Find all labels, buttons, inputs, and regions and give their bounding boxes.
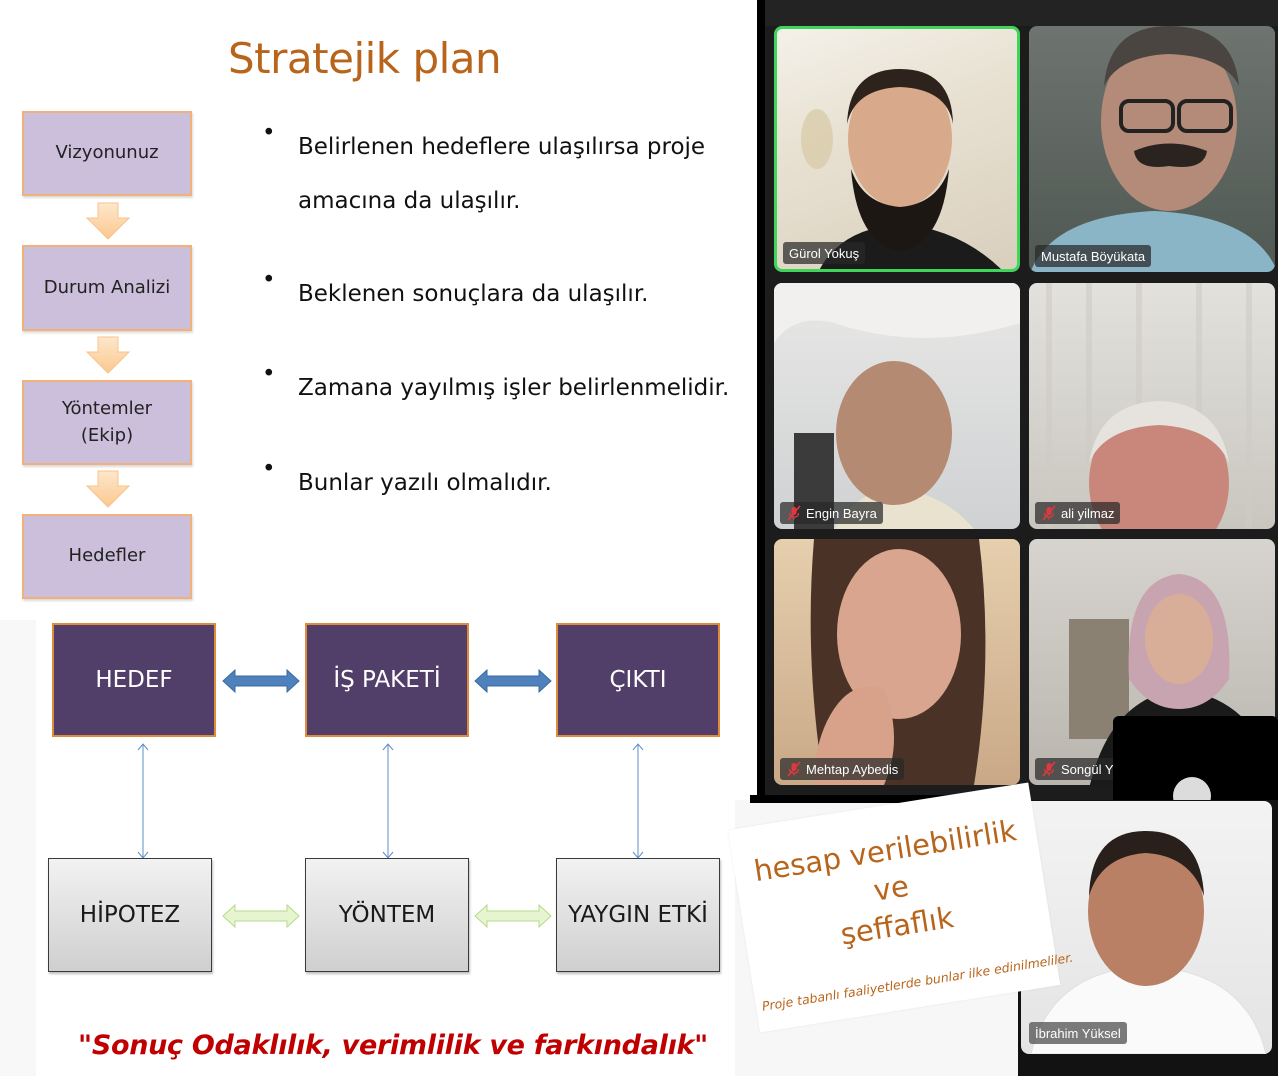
participant-tile[interactable]: Gürol Yokuş xyxy=(774,26,1020,272)
participant-name-tag: Gürol Yokuş xyxy=(783,242,866,264)
slide-strategic-plan: Stratejik plan Vizyonunuz Durum Analizi … xyxy=(0,0,757,620)
box-impact: YAYGIN ETKİ xyxy=(556,858,720,972)
down-arrow-icon xyxy=(85,202,131,240)
participant-video xyxy=(1030,26,1275,272)
participant-video xyxy=(774,283,1020,529)
participant-name-tag: Mustafa Böyükata xyxy=(1035,245,1152,267)
flow-step-situation-analysis: Durum Analizi xyxy=(22,245,192,331)
participant-name-tag: Mehtap Aybedis xyxy=(780,758,905,780)
double-arrow-icon xyxy=(474,903,552,929)
divider xyxy=(750,795,1020,803)
participant-tile[interactable]: Mustafa Böyükata xyxy=(1029,26,1275,272)
box-hypothesis: HİPOTEZ xyxy=(48,858,212,972)
box-output: ÇIKTI xyxy=(556,623,720,737)
motto: "Sonuç Odaklılık, verimlilik ve farkında… xyxy=(78,1030,708,1061)
slide-project-framework: HEDEF İŞ PAKETİ ÇIKTI HİPOTEZ YÖNTEM YAY… xyxy=(36,620,750,1076)
bullet-item: • Belirlenen hedeflere ulaşılırsa proje … xyxy=(262,120,706,214)
participant-video xyxy=(1046,283,1252,529)
slide-margin xyxy=(0,620,36,1076)
double-arrow-icon xyxy=(222,903,300,929)
participant-video xyxy=(801,69,1001,269)
box-method: YÖNTEM xyxy=(305,858,469,972)
participant-tile[interactable]: ali yilmaz xyxy=(1029,283,1275,529)
flow-step-goals: Hedefler xyxy=(22,514,192,599)
vertical-double-arrow-icon xyxy=(632,743,644,859)
participant-tile[interactable]: İbrahim Yüksel xyxy=(1021,801,1272,1054)
muted-mic-icon xyxy=(1042,761,1056,777)
double-arrow-icon xyxy=(474,668,552,694)
bullet-item: • Beklenen sonuçlara da ulaşılır. xyxy=(262,267,649,307)
double-arrow-icon xyxy=(222,668,300,694)
bullet-item: • Zamana yayılmış işler belirlenmelidir. xyxy=(262,361,730,401)
participant-tile[interactable]: Mehtap Aybedis xyxy=(774,539,1020,785)
flow-step-vision: Vizyonunuz xyxy=(22,111,192,196)
box-goal: HEDEF xyxy=(52,623,216,737)
participant-name-tag: ali yilmaz xyxy=(1035,502,1121,524)
box-work-package: İŞ PAKETİ xyxy=(305,623,469,737)
flow-step-methods: Yöntemler (Ekip) xyxy=(22,380,192,465)
participant-tile[interactable]: Engin Bayra xyxy=(774,283,1020,529)
muted-mic-icon xyxy=(787,761,801,777)
slide-title: Stratejik plan xyxy=(228,34,502,83)
participant-video xyxy=(810,539,986,785)
down-arrow-icon xyxy=(85,336,131,374)
vertical-double-arrow-icon xyxy=(382,743,394,859)
participant-video xyxy=(1030,831,1267,1054)
bullet-item: • Bunlar yazılı olmalıdır. xyxy=(262,456,552,496)
participant-name-tag: Songül Y xyxy=(1035,758,1120,780)
muted-mic-icon xyxy=(787,505,801,521)
participant-name-tag: İbrahim Yüksel xyxy=(1029,1022,1127,1044)
video-call-grid: Gürol Yokuş Mustafa Böyükata xyxy=(757,0,1278,800)
participant-name-tag: Engin Bayra xyxy=(780,502,883,524)
down-arrow-icon xyxy=(85,470,131,508)
grid-header xyxy=(765,0,1278,26)
muted-mic-icon xyxy=(1042,505,1056,521)
vertical-double-arrow-icon xyxy=(137,743,149,859)
